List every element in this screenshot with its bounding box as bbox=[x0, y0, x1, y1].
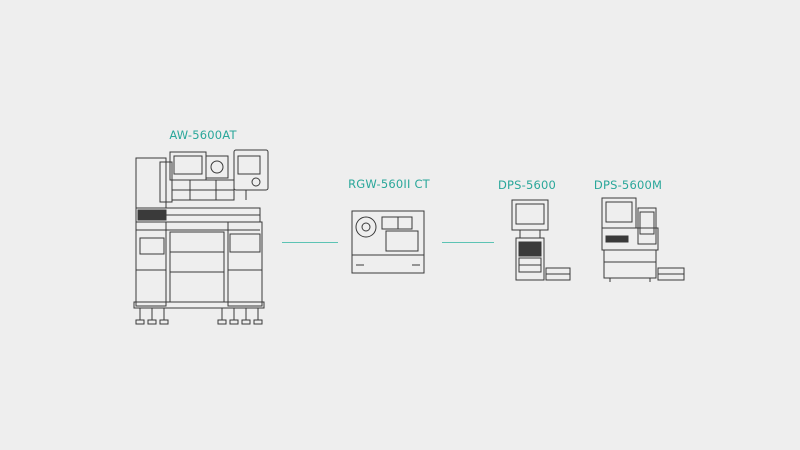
connector-rgw-to-dps bbox=[442, 242, 494, 243]
weigh-labeller-icon bbox=[350, 209, 426, 275]
wrapping-machine-icon bbox=[130, 148, 280, 328]
connector-aw-to-rgw bbox=[282, 242, 338, 243]
scale-terminal-icon bbox=[506, 198, 574, 284]
label-rgw-560ii-ct: RGW-560II CT bbox=[348, 177, 430, 191]
scale-terminal-cabinet-icon bbox=[600, 196, 686, 284]
label-dps-5600: DPS-5600 bbox=[497, 178, 557, 192]
label-aw-5600at: AW-5600AT bbox=[169, 128, 237, 142]
label-dps-5600m: DPS-5600M bbox=[593, 178, 663, 192]
